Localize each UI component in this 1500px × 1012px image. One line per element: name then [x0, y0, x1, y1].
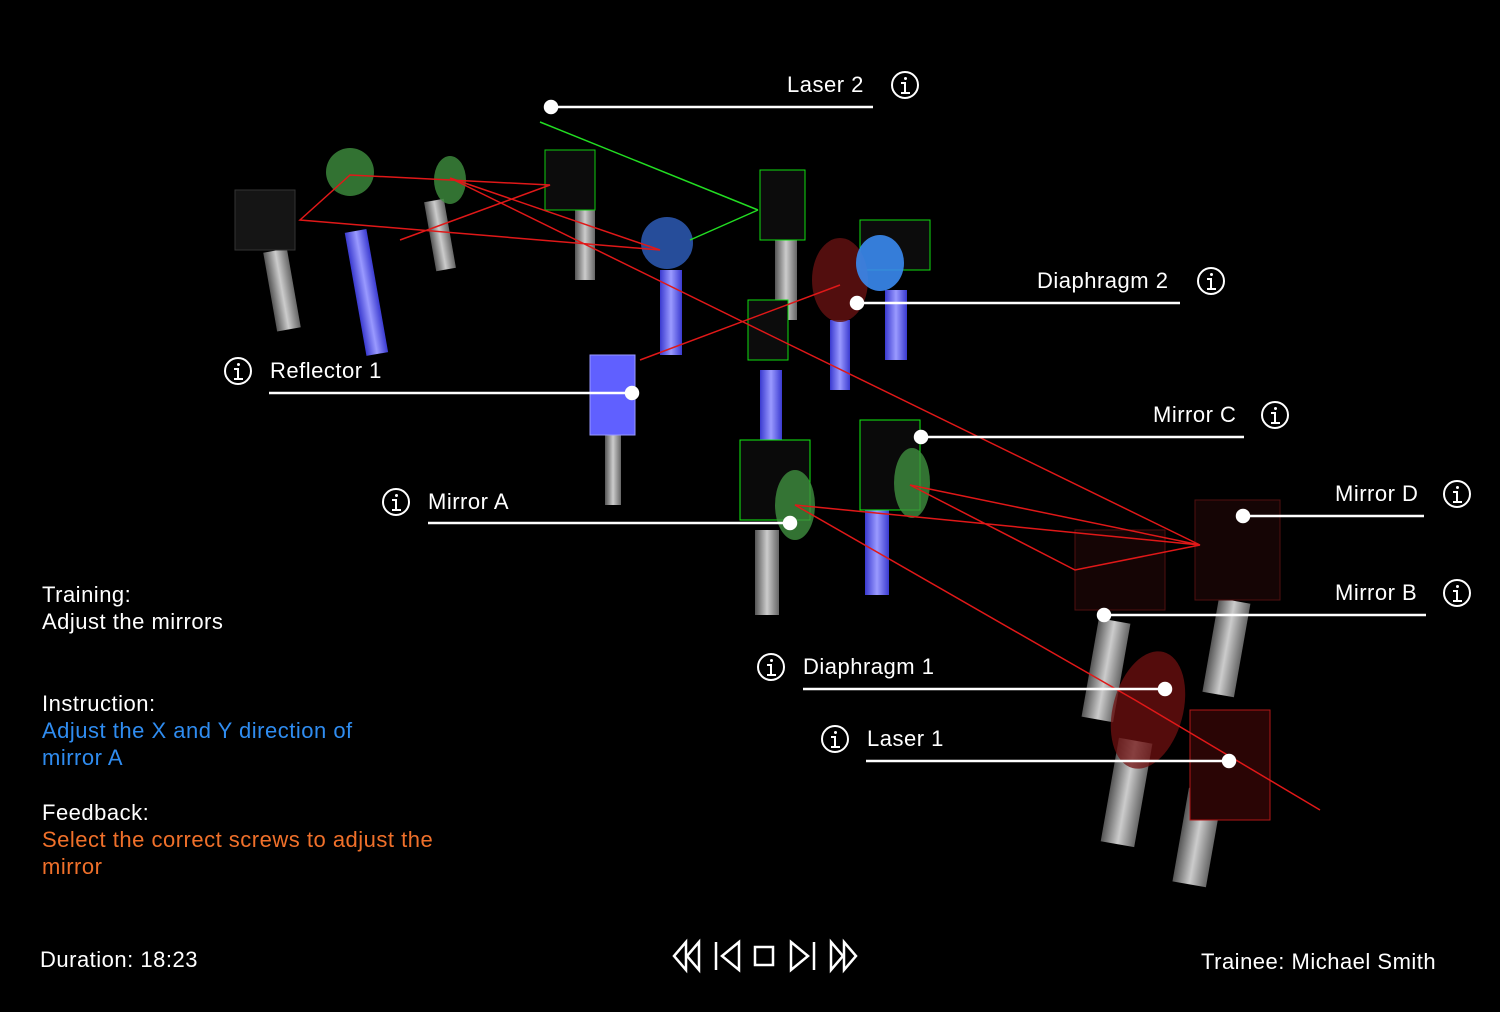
diaphragm1-label: Diaphragm 1 [803, 654, 935, 679]
mirror-d-info-icon[interactable] [1443, 480, 1471, 508]
training-heading: Training: [42, 582, 132, 607]
training-section: Training: Adjust the mirrors [42, 581, 442, 635]
reflector1-info-icon[interactable] [224, 357, 252, 385]
mirror-a-label: Mirror A [428, 489, 509, 514]
stop-icon[interactable] [752, 938, 778, 974]
beam-group [298, 121, 1321, 811]
instruction-section: Instruction: Adjust the X and Y directio… [42, 690, 402, 771]
duration-text: Duration: 18:23 [40, 947, 198, 972]
mirror-b-label: Mirror B [1335, 580, 1418, 605]
mirror-c-info-icon[interactable] [1261, 401, 1289, 429]
optics-group [326, 148, 1186, 769]
laser2-info-icon[interactable] [891, 71, 919, 99]
instruction-heading: Instruction: [42, 691, 156, 716]
rewind-icon[interactable] [672, 938, 702, 974]
training-value: Adjust the mirrors [42, 609, 224, 634]
laser2-label: Laser 2 [787, 72, 864, 97]
diaphragm1-info-icon[interactable] [757, 653, 785, 681]
diaphragm2-label: Diaphragm 2 [1037, 268, 1169, 293]
mirror-a-info-icon[interactable] [382, 488, 410, 516]
feedback-section: Feedback: Select the correct screws to a… [42, 799, 442, 880]
feedback-value: Select the correct screws to adjust the … [42, 827, 434, 879]
callout-lines [269, 99, 1426, 769]
mirror-b-info-icon[interactable] [1443, 579, 1471, 607]
feedback-heading: Feedback: [42, 800, 150, 825]
skip-back-icon[interactable] [712, 938, 742, 974]
laser1-info-icon[interactable] [821, 725, 849, 753]
mirror-d-label: Mirror D [1335, 481, 1419, 506]
instruction-value: Adjust the X and Y direction of mirror A [42, 718, 353, 770]
reflector1-label: Reflector 1 [270, 358, 382, 383]
mirror-c-label: Mirror C [1153, 402, 1237, 427]
laser1-label: Laser 1 [867, 726, 944, 751]
diaphragm2-info-icon[interactable] [1197, 267, 1225, 295]
skip-forward-icon[interactable] [788, 938, 818, 974]
fast-forward-icon[interactable] [828, 938, 860, 974]
trainee-text: Trainee: Michael Smith [1201, 949, 1437, 974]
